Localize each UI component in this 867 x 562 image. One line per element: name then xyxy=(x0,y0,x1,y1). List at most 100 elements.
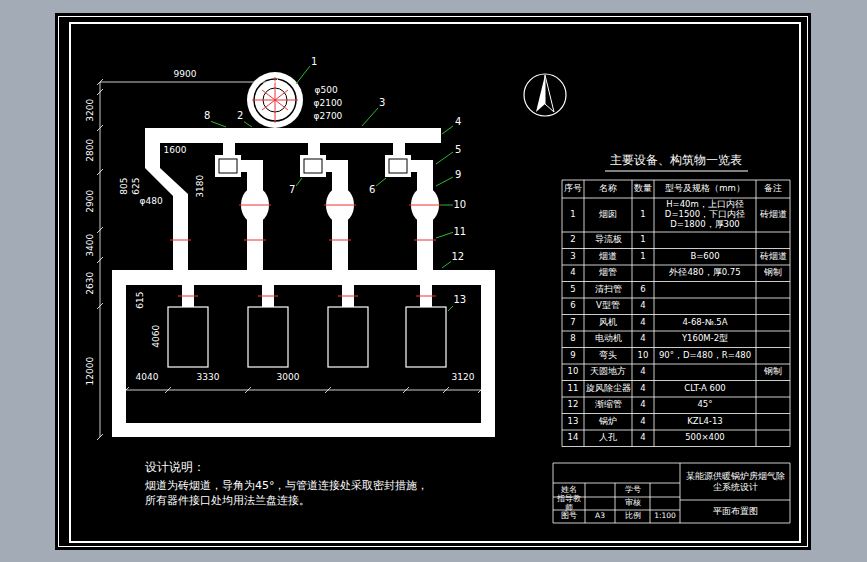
dimension-text: φ500 xyxy=(314,85,339,95)
callout-number: 10 xyxy=(453,199,468,211)
table-cell: 导流板 xyxy=(584,232,632,249)
table-cell: Y160M-2型 xyxy=(654,331,756,348)
table-cell: 14 xyxy=(562,430,584,447)
table-cell: 2 xyxy=(562,232,584,249)
title-block-cell: 比例 xyxy=(615,510,650,523)
table-cell: 9 xyxy=(562,348,584,365)
table-cell: 人孔 xyxy=(584,430,632,447)
flue xyxy=(145,128,441,271)
table-cell: 1 xyxy=(632,232,654,249)
table-cell: 钢制 xyxy=(756,364,790,381)
dimension-text: 9900 xyxy=(173,69,198,79)
dimension-text: 615 xyxy=(135,291,145,310)
callout-number: 1 xyxy=(310,56,318,68)
title-block-cell: A3 xyxy=(585,510,615,523)
table-cell: 4 xyxy=(632,414,654,431)
table-cell: 旋风除尘器 xyxy=(584,381,632,398)
table-cell: 4 xyxy=(632,397,654,414)
callout-number: 11 xyxy=(453,226,468,238)
table-cell: 500×400 xyxy=(654,430,756,447)
table-cell: 10 xyxy=(562,364,584,381)
callout-number: 7 xyxy=(288,184,296,196)
title-block-cell: 图号 xyxy=(553,510,585,523)
table-cell: 弯头 xyxy=(584,348,632,365)
table-header: 型号及规格（mm） xyxy=(654,180,756,198)
title-block-cell: 审核 xyxy=(615,497,650,510)
dust-collector-line xyxy=(215,143,271,272)
title-block-cell: 学号 xyxy=(615,483,650,497)
table-cell: 4 xyxy=(632,364,654,381)
callout-number: 5 xyxy=(454,144,462,156)
center-marks xyxy=(178,296,436,297)
sheet-title: 平面布置图 xyxy=(681,500,789,523)
duct-loop xyxy=(112,270,495,437)
dimension-text: φ2100 xyxy=(313,98,344,108)
title-block-cell: 指导教师 xyxy=(553,497,585,510)
dimension-text: 3330 xyxy=(196,372,221,382)
table-cell: 90°，D=480，R=480 xyxy=(654,348,756,365)
drawing-title: 某能源供暖锅炉房烟气除尘系统设计 xyxy=(681,463,789,500)
dust-collector-line xyxy=(300,143,356,272)
leader-lines xyxy=(210,66,455,311)
dimension-text: 2630 xyxy=(85,271,95,296)
table-cell: CLT-A 600 xyxy=(654,381,756,398)
callout-number: 9 xyxy=(454,169,462,181)
table-cell: 砖烟道 xyxy=(756,198,790,232)
table-cell: B=600 xyxy=(654,249,756,266)
table-grid xyxy=(553,180,790,523)
table-cell: 7 xyxy=(562,315,584,332)
table-header: 数量 xyxy=(632,180,654,198)
dimension-text: 3180 xyxy=(195,174,205,199)
table-cell: 11 xyxy=(562,381,584,398)
table-header: 备注 xyxy=(756,180,790,198)
table-cell: KZL4-13 xyxy=(654,414,756,431)
dimension-text: φ480 xyxy=(139,196,164,206)
inner-frame xyxy=(70,23,800,542)
table-cell: 锅炉 xyxy=(584,414,632,431)
table-cell: 6 xyxy=(632,282,654,299)
note-heading: 设计说明： xyxy=(145,460,445,474)
table-cell: 烟囱 xyxy=(584,198,632,232)
heading-underline xyxy=(605,171,748,172)
table-cell: 45° xyxy=(654,397,756,414)
sheet xyxy=(55,13,811,550)
callout-number: 4 xyxy=(454,116,462,128)
dimension-text: 1600 xyxy=(163,145,188,155)
outer-frame xyxy=(59,17,808,547)
table-cell: 1 xyxy=(562,198,584,232)
table-cell: 1 xyxy=(632,198,654,232)
table-cell: 10 xyxy=(632,348,654,365)
dimension-text: 3200 xyxy=(85,98,95,123)
dimension-text: 625 xyxy=(131,177,141,196)
north-arrow xyxy=(524,74,566,116)
table-cell: 4 xyxy=(632,315,654,332)
table-cell: 4 xyxy=(562,265,584,282)
dimension-text: 3000 xyxy=(276,372,301,382)
table-cell: 4-68-№.5A xyxy=(654,315,756,332)
callout-number: 12 xyxy=(451,251,466,263)
table-cell: 4 xyxy=(632,298,654,315)
table-cell: 电动机 xyxy=(584,331,632,348)
title-block-cell: 姓名 xyxy=(553,483,585,497)
table-cell: 8 xyxy=(562,331,584,348)
dimension-text: 4040 xyxy=(135,372,160,382)
dimension-text: 3120 xyxy=(451,372,476,382)
chimney xyxy=(247,72,303,128)
callout-number: 13 xyxy=(453,294,468,306)
table-cell: V型管 xyxy=(584,298,632,315)
table-header: 序号 xyxy=(562,180,584,198)
callout-number: 6 xyxy=(368,184,376,196)
table-cell: H=40m，上口内径D=1500，下口内径D=1800，厚300 xyxy=(654,198,756,232)
table-cell: 烟管 xyxy=(584,265,632,282)
dimension-text: 4060 xyxy=(151,324,161,349)
table-cell: 砖烟道 xyxy=(756,249,790,266)
dimension-text: 3400 xyxy=(85,233,95,258)
table-cell: 3 xyxy=(562,249,584,266)
table-heading: 主要设备、构筑物一览表 xyxy=(609,154,743,168)
table-cell: 6 xyxy=(562,298,584,315)
table-cell: 1 xyxy=(632,249,654,266)
table-cell: 4 xyxy=(632,331,654,348)
callout-number: 2 xyxy=(236,110,244,122)
table-cell: 5 xyxy=(562,282,584,299)
